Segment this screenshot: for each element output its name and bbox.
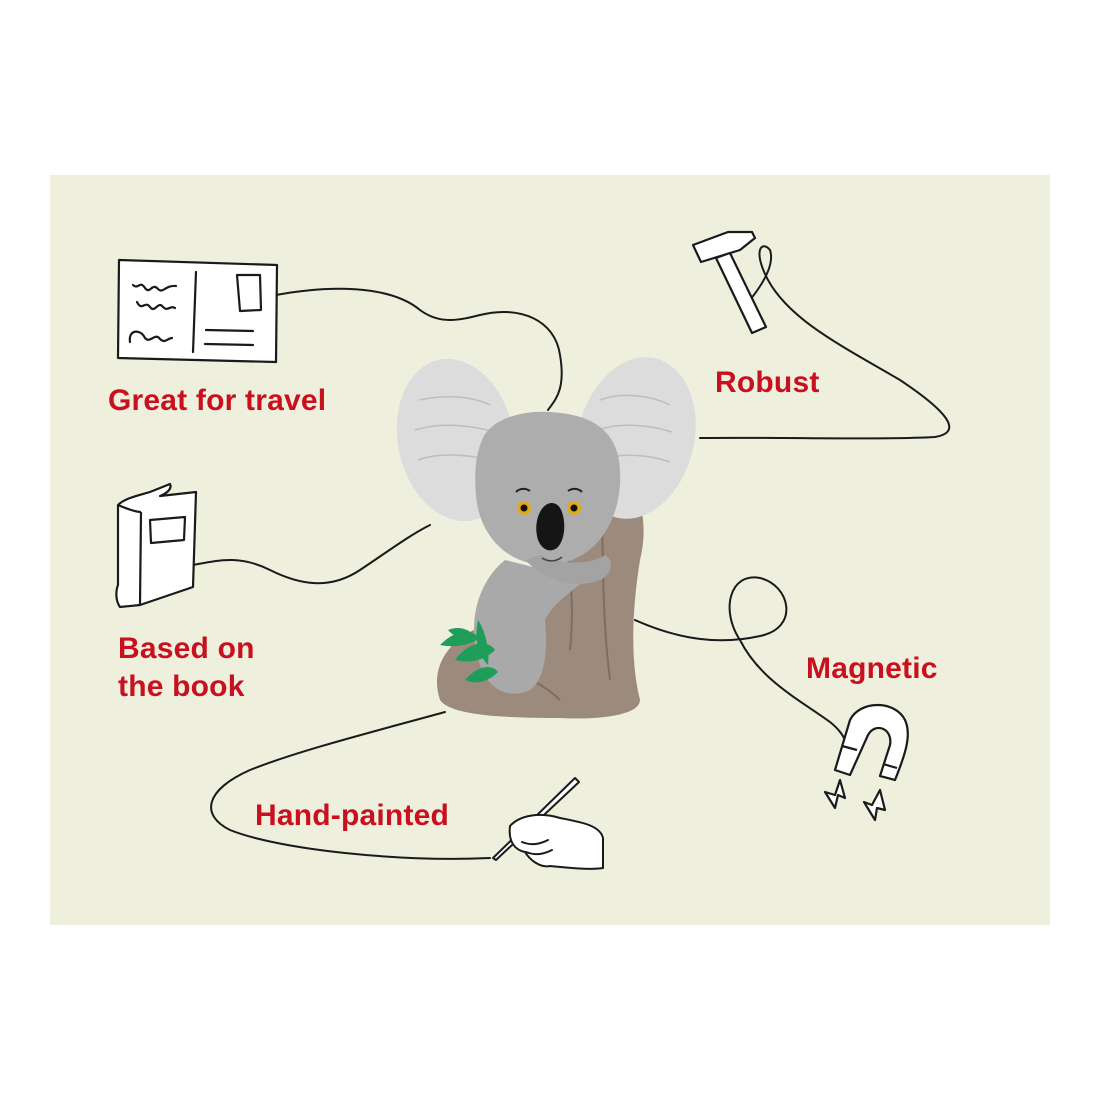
connector-book: [192, 524, 431, 585]
feature-label-travel: Great for travel: [108, 384, 327, 417]
connector-robust: [699, 245, 951, 440]
connector-painted: [210, 711, 491, 860]
feature-label-painted: Hand-painted: [255, 799, 450, 832]
connector-magnetic: [634, 576, 846, 743]
magnet-icon: [823, 704, 909, 822]
connector-travel: [275, 287, 563, 411]
hammer-icon: [691, 230, 768, 335]
book-icon: [115, 482, 198, 609]
hand-painting-icon: [492, 777, 604, 870]
feature-label-robust: Robust: [715, 366, 820, 399]
postcard-icon: [116, 258, 279, 364]
koala-figure: [396, 357, 696, 719]
feature-label-book: Based on the book: [118, 632, 255, 703]
feature-label-magnetic: Magnetic: [806, 652, 938, 685]
